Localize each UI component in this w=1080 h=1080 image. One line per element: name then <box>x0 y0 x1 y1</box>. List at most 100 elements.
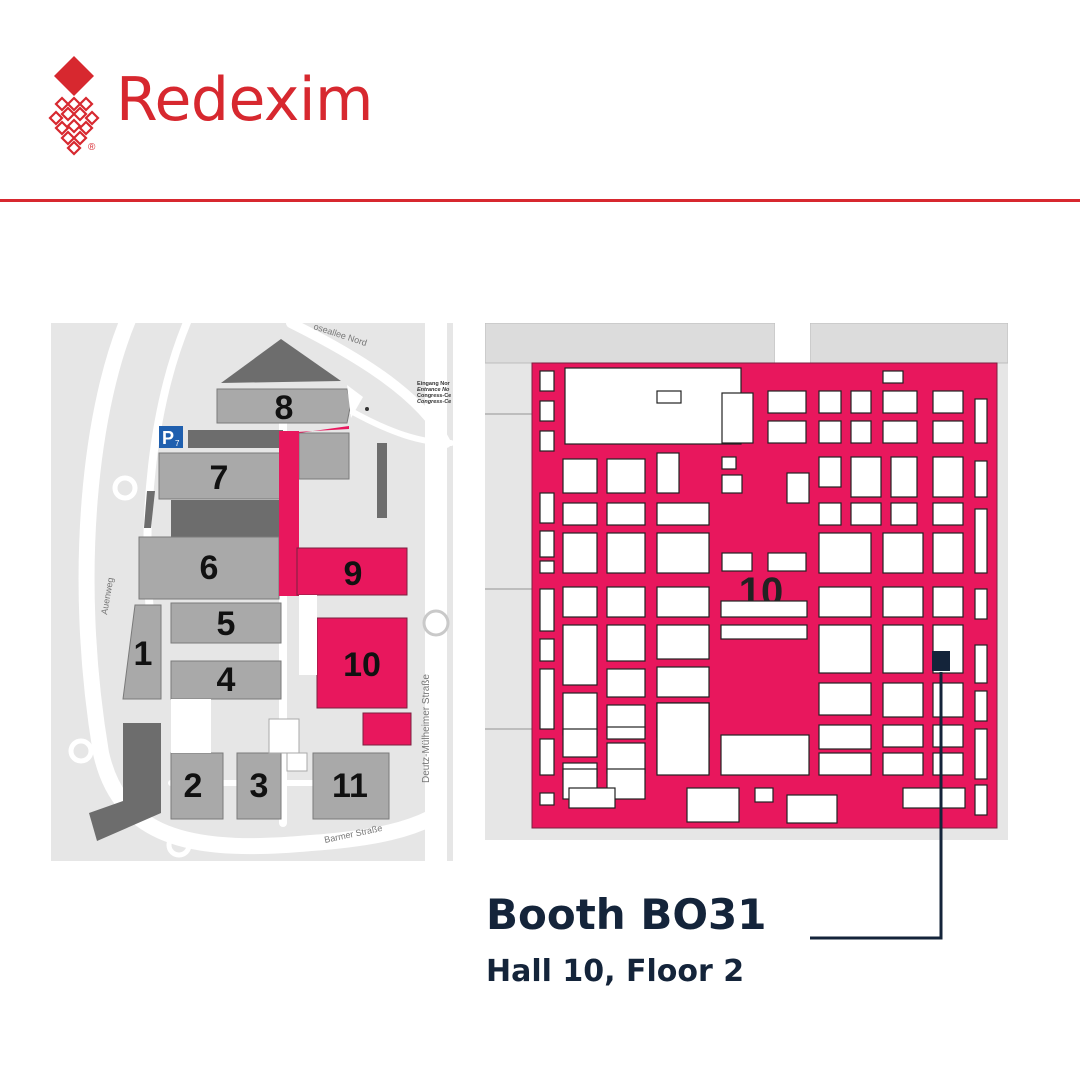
booth-block <box>818 532 872 574</box>
hall-label-10: 10 <box>343 646 381 684</box>
booth-location: Hall 10, Floor 2 <box>486 954 745 989</box>
booth-block <box>890 456 918 498</box>
booth-block <box>562 692 598 736</box>
hall-label-4: 4 <box>217 661 236 699</box>
booth-block <box>882 624 924 674</box>
booth-block <box>606 502 646 526</box>
booth-block <box>720 734 810 776</box>
hall-5 <box>170 602 282 644</box>
booth-block <box>562 532 598 574</box>
booth-block <box>932 682 964 718</box>
building-dark <box>188 430 283 448</box>
booth-block <box>974 728 988 780</box>
hall-7 <box>158 452 282 500</box>
booth-block <box>562 502 598 526</box>
booth-block <box>562 586 598 618</box>
booth-block <box>850 502 882 526</box>
booth-block <box>818 502 842 526</box>
booth-block <box>539 492 555 524</box>
booth-block <box>656 666 710 698</box>
hall-label-5: 5 <box>217 605 236 643</box>
booth-block <box>818 586 872 618</box>
booth-block <box>721 392 754 444</box>
connector-highlight <box>279 431 299 596</box>
booth-block <box>850 420 872 444</box>
brand-name: Redexim <box>116 65 373 135</box>
booth-block <box>932 456 964 498</box>
booth-block <box>606 532 646 574</box>
hall-10-highlight <box>316 617 408 709</box>
parking-label: P <box>162 428 174 448</box>
booth-bo31-marker <box>932 651 950 671</box>
booth-block <box>890 502 918 526</box>
street-label-east: Deutz-Mülheimer Straße <box>421 674 432 783</box>
booth-block <box>882 682 924 718</box>
booth-block <box>818 390 842 414</box>
hall-label-11: 11 <box>332 767 368 805</box>
booth-block <box>606 624 646 662</box>
hall-3 <box>236 752 282 820</box>
redexim-diamond-icon: ® <box>48 56 100 156</box>
booth-block <box>850 390 872 414</box>
booth-title: Booth BO31 <box>486 890 767 939</box>
booth-block <box>767 420 807 444</box>
booth-block <box>882 752 924 776</box>
brand-logo: ® Redexim <box>48 50 408 160</box>
booth-block <box>539 738 555 776</box>
booth-block <box>564 367 742 445</box>
hall-label-1: 1 <box>134 635 153 673</box>
booth-block <box>882 420 918 444</box>
hall-label-9: 9 <box>344 555 363 593</box>
booth-block <box>539 430 555 452</box>
booth-block <box>932 502 964 526</box>
booth-block <box>656 390 682 404</box>
booth-block <box>562 728 598 758</box>
booth-block <box>767 552 807 572</box>
booth-block <box>606 586 646 618</box>
booth-block <box>818 420 842 444</box>
booth-block <box>818 456 842 488</box>
hall-label-7: 7 <box>210 459 229 497</box>
booth-block <box>932 532 964 574</box>
booth-block <box>932 586 964 618</box>
booth-block <box>818 682 872 716</box>
booth-block <box>932 724 964 748</box>
booth-block <box>818 624 872 674</box>
hall-label-3: 3 <box>250 767 269 805</box>
booth-block <box>882 390 918 414</box>
hall-8 <box>216 388 352 424</box>
booth-block <box>606 668 646 698</box>
parking-number: 7 <box>175 439 180 448</box>
entrance-label: Congress-Ce <box>417 393 451 399</box>
booth-block <box>568 787 616 809</box>
entrance-label: Entrance No <box>417 387 450 393</box>
hall-6 <box>138 536 280 600</box>
booth-block <box>606 726 646 740</box>
booth-block <box>721 474 743 494</box>
booth-block <box>818 752 872 776</box>
booth-block <box>974 508 988 574</box>
booth-block <box>932 752 964 776</box>
booth-block <box>606 742 646 774</box>
booth-block <box>974 644 988 684</box>
hall-1 <box>122 604 162 700</box>
booth-block <box>786 794 838 824</box>
booth-block <box>767 390 807 414</box>
building-dark <box>89 723 161 841</box>
hall-4 <box>170 660 282 700</box>
booth-block <box>539 560 555 574</box>
booth-block <box>656 502 710 526</box>
booth-block <box>606 458 646 494</box>
booth-block <box>562 458 598 494</box>
booth-block <box>539 588 555 632</box>
booth-block <box>562 624 598 686</box>
booth-block <box>932 390 964 414</box>
booth-block <box>974 398 988 444</box>
hall-11 <box>312 752 390 820</box>
hall-9-highlight <box>296 547 408 596</box>
booth-block <box>721 456 737 470</box>
booth-block <box>850 456 882 498</box>
booth-block <box>721 552 753 572</box>
booth-block <box>539 792 555 806</box>
booth-block <box>974 460 988 498</box>
